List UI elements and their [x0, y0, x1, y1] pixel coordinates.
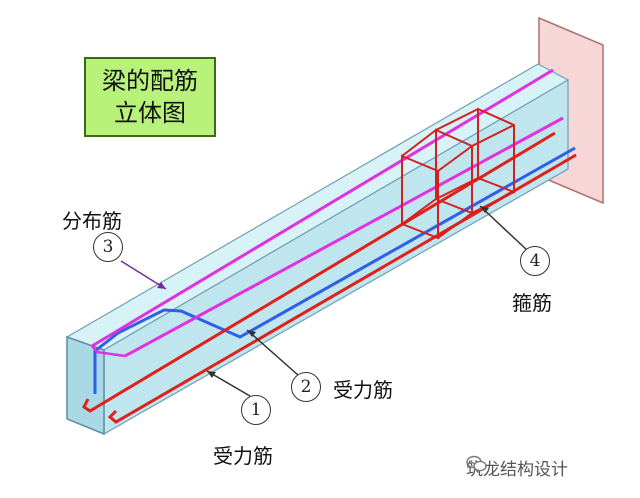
- title-line-2: 立体图: [114, 99, 186, 127]
- leader-line-3: [120, 260, 167, 290]
- stirrup-1: [401, 129, 473, 240]
- watermark-text: 筑龙结构设计: [466, 460, 568, 480]
- leader-arrow-2: [247, 330, 256, 337]
- distribution-bar-front: [124, 116, 564, 358]
- main-bar-back: [82, 131, 556, 413]
- leader-arrow-4: [480, 206, 489, 213]
- watermark: 筑龙结构设计: [466, 455, 568, 480]
- stirrup-3: [477, 107, 515, 194]
- main-bar-label-2: 受力筋: [333, 378, 393, 402]
- distribution-bar-back: [91, 68, 554, 348]
- leader-line-2: [246, 329, 299, 376]
- distribution-bar-hook: [91, 345, 126, 358]
- leader-arrow-1: [207, 371, 216, 378]
- diagram-title-box: 梁的配筋 立体图: [84, 57, 216, 137]
- main-bar-front: [107, 153, 577, 424]
- leader-line-4: [479, 205, 529, 252]
- distribution-bar-label: 分布筋: [62, 209, 122, 233]
- callout-3: 3: [93, 232, 123, 262]
- leader-arrow-3: [157, 282, 166, 289]
- stirrup-label: 箍筋: [512, 291, 552, 315]
- stirrup-2: [435, 108, 515, 215]
- callout-2: 2: [291, 372, 321, 402]
- callout-1: 1: [241, 395, 271, 425]
- title-line-1: 梁的配筋: [102, 67, 198, 95]
- wechat-icon: [466, 455, 487, 472]
- callout-4: 4: [520, 246, 550, 276]
- main-bar-label-1: 受力筋: [213, 444, 273, 468]
- leader-line-1: [206, 370, 251, 397]
